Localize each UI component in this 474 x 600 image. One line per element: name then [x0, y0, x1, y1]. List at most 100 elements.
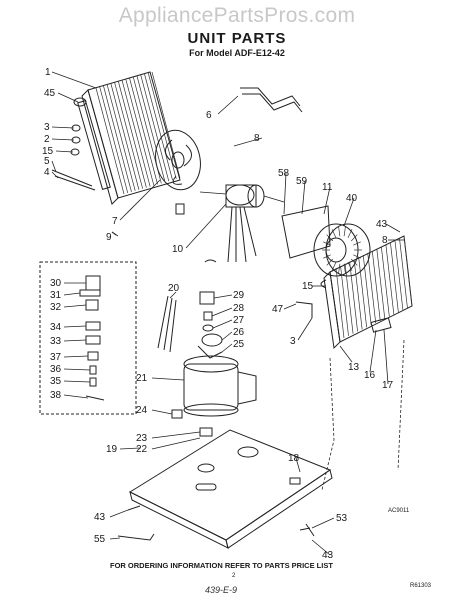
- callout-23: 23: [136, 433, 148, 444]
- callout-leader-line: [63, 380, 91, 383]
- coil-fin: [151, 71, 181, 179]
- callout-31: 31: [50, 290, 62, 301]
- callout-43: 43: [376, 219, 388, 230]
- callout-16: 16: [364, 370, 376, 381]
- callout-5: 5: [44, 156, 50, 167]
- blower-vane: [347, 229, 353, 239]
- blower-vane: [343, 226, 346, 237]
- callout-labels: 1 45 3 2 15 5 4 6 8 7 9 10 58 59 11 40 4…: [42, 67, 394, 561]
- callout-36: 36: [50, 364, 62, 375]
- coil-fin: [335, 267, 345, 339]
- callout-8: 8: [382, 235, 388, 246]
- blower-vane: [331, 261, 337, 271]
- callout-3: 3: [290, 336, 296, 347]
- callout-13: 13: [348, 362, 360, 373]
- callout-30: 30: [50, 278, 62, 289]
- coil-fin: [118, 81, 147, 188]
- coil-fin: [125, 79, 155, 186]
- callout-47: 47: [272, 304, 284, 315]
- coil-fin: [371, 250, 381, 321]
- coil-fin: [136, 76, 166, 183]
- callout-leader-line: [63, 292, 81, 296]
- bracket-part: [295, 301, 313, 318]
- callout-38: 38: [50, 390, 62, 401]
- coil-fin: [140, 75, 170, 182]
- callout-4: 4: [44, 167, 50, 178]
- coil-fin: [344, 263, 354, 334]
- callout-43: 43: [94, 512, 106, 523]
- callout-leader-line: [212, 319, 233, 329]
- callout-17: 17: [382, 380, 394, 391]
- callout-leader-line: [119, 447, 141, 450]
- blower-vane: [326, 234, 334, 242]
- callout-leader-line: [151, 437, 201, 450]
- callout-2: 2: [44, 134, 50, 145]
- callout-leader-line: [217, 95, 239, 115]
- callout-leader-line: [151, 431, 201, 439]
- callout-leader-line: [51, 171, 59, 179]
- callout-37: 37: [50, 352, 62, 363]
- condenser-coil: [77, 71, 181, 205]
- coil-fin: [95, 87, 125, 195]
- callout-leader-line: [339, 345, 353, 363]
- callout-25: 25: [233, 339, 245, 350]
- callout-leader-line: [385, 223, 401, 233]
- callout-15: 15: [42, 146, 54, 157]
- blower-vane: [323, 254, 331, 259]
- callout-leader-line: [283, 303, 297, 310]
- callout-59: 59: [296, 176, 308, 187]
- coil-fin: [144, 74, 173, 181]
- blower-vane: [338, 226, 341, 237]
- callout-leader-line: [295, 457, 301, 473]
- electrical-parts: [79, 275, 105, 401]
- callout-7: 7: [112, 216, 118, 227]
- screw-43-part: [127, 505, 141, 511]
- callout-19: 19: [106, 444, 118, 455]
- refrigerant-tube: [240, 87, 303, 113]
- coil-fin: [380, 246, 390, 317]
- callout-leader-line: [51, 71, 97, 89]
- drain-part: [117, 533, 155, 541]
- callout-58: 58: [278, 168, 290, 179]
- callout-leader-line: [311, 539, 331, 556]
- callout-3: 3: [44, 122, 50, 133]
- page-number: 2: [232, 573, 236, 579]
- callout-1: 1: [45, 67, 51, 78]
- coil-fin: [99, 86, 129, 194]
- callout-leader-line: [283, 172, 287, 215]
- fan-motor: [199, 184, 285, 263]
- coil-fin: [394, 240, 404, 311]
- callout-27: 27: [233, 315, 245, 326]
- callout-leader-line: [343, 197, 355, 227]
- callout-leader-line: [297, 317, 313, 341]
- callout-leader-line: [63, 339, 87, 342]
- callout-53: 53: [336, 513, 348, 524]
- callout-leader-line: [169, 291, 177, 299]
- coil-fin: [121, 80, 151, 187]
- callout-29: 29: [233, 290, 245, 301]
- callout-leader-line: [57, 92, 79, 103]
- callout-leader-line: [213, 294, 233, 299]
- callout-15: 15: [302, 281, 314, 292]
- callout-leader-line: [383, 329, 389, 385]
- coil-fin: [110, 83, 140, 190]
- callout-35: 35: [50, 376, 62, 387]
- coil-fin: [362, 255, 372, 326]
- callout-22: 22: [136, 444, 148, 455]
- clamp-part: [320, 279, 327, 289]
- callout-leader-line: [111, 231, 119, 237]
- callout-leader-line: [63, 368, 91, 371]
- coil-fin: [385, 244, 395, 315]
- handwritten-note: 439-E-9: [205, 585, 238, 595]
- coil-fin: [399, 238, 408, 309]
- callout-leader-line: [51, 126, 75, 129]
- callout-11: 11: [322, 182, 333, 193]
- callout-leader-line: [211, 307, 233, 317]
- model-subtitle: For Model ADF-E12-42: [189, 48, 285, 58]
- blower-vane: [326, 258, 334, 266]
- coil-fin: [403, 235, 413, 307]
- coil-fin: [353, 259, 363, 330]
- evaporator-coil: [323, 235, 413, 350]
- callout-leader-line: [185, 203, 227, 249]
